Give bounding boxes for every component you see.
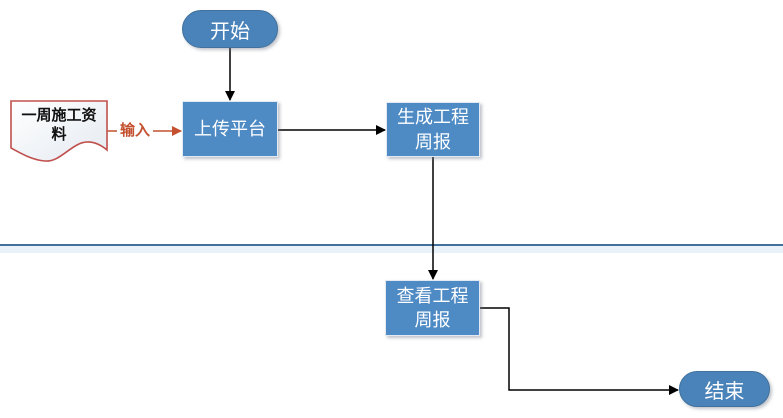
node-weekly-doc-shape — [10, 100, 108, 162]
node-upload: 上传平台 — [182, 101, 278, 157]
node-end: 结束 — [679, 371, 770, 407]
node-generate-label: 生成工程周报 — [397, 107, 469, 152]
node-view: 查看工程周报 — [385, 280, 480, 336]
node-generate: 生成工程周报 — [386, 102, 480, 157]
node-upload-label: 上传平台 — [194, 118, 266, 139]
document-icon — [10, 100, 108, 162]
node-end-label: 结束 — [704, 380, 745, 403]
edge-label-input: 输入 — [117, 121, 154, 140]
node-weekly-doc-label: 一周施工资料 — [21, 107, 97, 143]
swimlane-divider-band — [0, 246, 783, 253]
swimlane-divider-line — [0, 244, 783, 246]
node-start: 开始 — [182, 10, 278, 48]
node-start-label: 开始 — [210, 20, 250, 43]
edge-view-to-end — [480, 307, 679, 395]
node-view-label: 查看工程周报 — [396, 285, 469, 330]
